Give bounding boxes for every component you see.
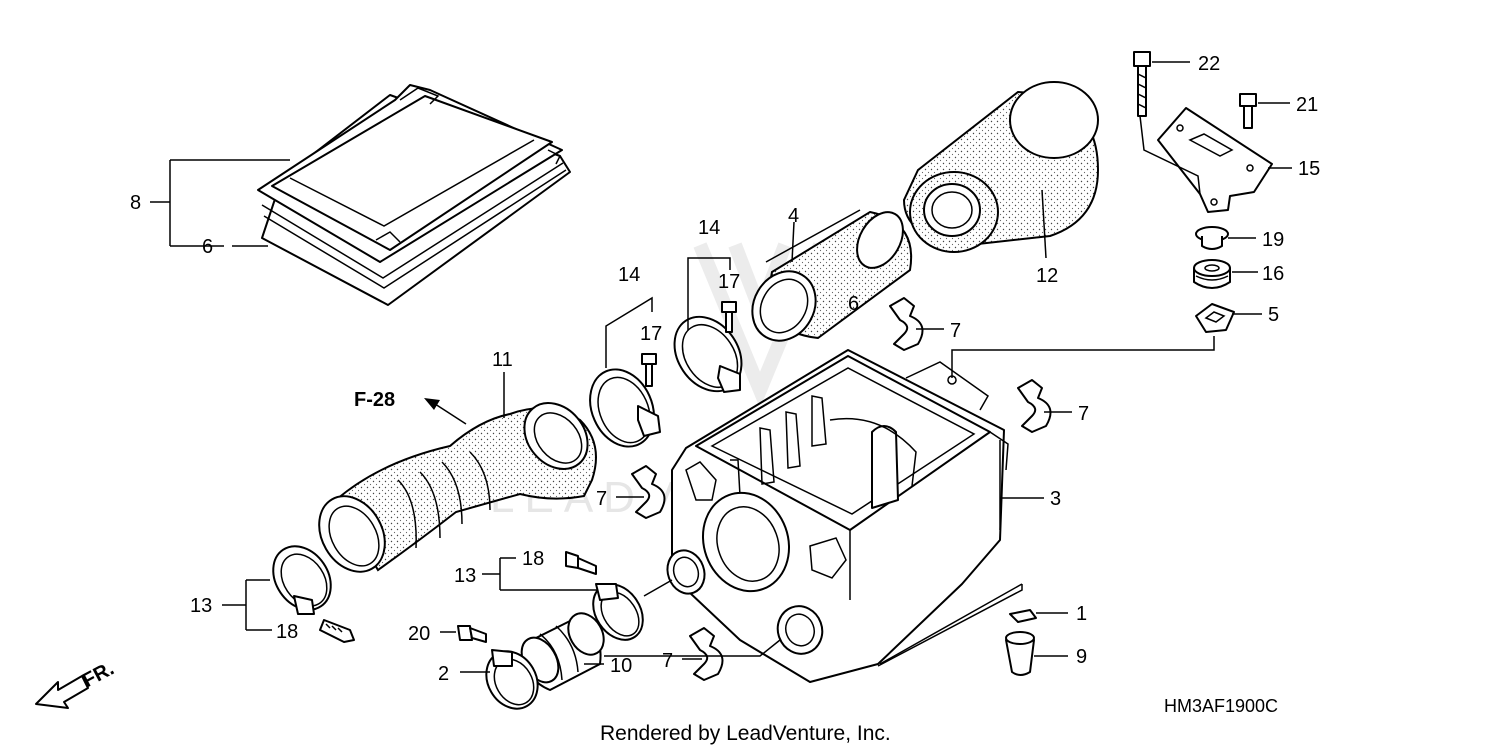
inner-filter-element[interactable] <box>740 204 913 352</box>
callout-6-inner[interactable]: 6 <box>848 293 859 315</box>
lead-14b <box>687 257 731 330</box>
callout-12[interactable]: 12 <box>1036 265 1058 287</box>
bolt-18-middle[interactable] <box>565 551 597 575</box>
band-14-right[interactable] <box>661 304 755 404</box>
callout-17b[interactable]: 17 <box>718 271 740 293</box>
collar-19[interactable] <box>1195 226 1229 250</box>
callout-3[interactable]: 3 <box>1050 488 1061 510</box>
bolt-22[interactable] <box>1133 51 1151 117</box>
callout-18b[interactable]: 18 <box>522 548 544 570</box>
intake-duct-11[interactable] <box>306 390 601 583</box>
reference-arrow <box>424 398 467 425</box>
band-2[interactable] <box>476 642 548 718</box>
band-13-left[interactable] <box>261 535 342 620</box>
callout-15[interactable]: 15 <box>1298 158 1320 180</box>
bolt-20[interactable] <box>457 625 487 643</box>
clamp-7-middle[interactable] <box>631 465 666 519</box>
lead-5-housing <box>951 336 1215 378</box>
screw-17-left[interactable] <box>641 353 657 387</box>
callout-19[interactable]: 19 <box>1262 229 1284 251</box>
case-port-main <box>701 491 791 593</box>
callout-18a[interactable]: 18 <box>276 621 298 643</box>
callout-16[interactable]: 16 <box>1262 263 1284 285</box>
callout-14a[interactable]: 14 <box>618 264 640 286</box>
band-14-left[interactable] <box>578 359 665 456</box>
lead-14a <box>605 296 653 368</box>
callout-2[interactable]: 2 <box>438 663 449 685</box>
air-cleaner-cover[interactable] <box>257 84 571 306</box>
outer-filter-element[interactable] <box>902 81 1100 253</box>
callout-21[interactable]: 21 <box>1296 94 1318 116</box>
callout-8[interactable]: 8 <box>130 192 141 214</box>
lead-joint-to-case <box>604 579 781 657</box>
callout-13a[interactable]: 13 <box>190 595 212 617</box>
callout-1[interactable]: 1 <box>1076 603 1087 625</box>
nut-5[interactable] <box>1195 303 1235 333</box>
lead-8 <box>150 159 290 247</box>
callout-10[interactable]: 10 <box>610 655 632 677</box>
callout-9[interactable]: 9 <box>1076 646 1087 668</box>
band-13-middle[interactable] <box>583 575 653 649</box>
callout-5[interactable]: 5 <box>1268 304 1279 326</box>
callout-20[interactable]: 20 <box>408 623 430 645</box>
callout-11[interactable]: 11 <box>492 349 513 371</box>
lead-1-9-bracket <box>877 584 1023 667</box>
reference-label[interactable]: F-28 <box>354 389 395 411</box>
clip-1[interactable] <box>1009 609 1037 623</box>
callout-22[interactable]: 22 <box>1198 53 1220 75</box>
clamp-7-bottom[interactable] <box>689 627 724 681</box>
direction-arrow <box>35 675 89 709</box>
callout-7b[interactable]: 7 <box>1078 403 1089 425</box>
callout-7c[interactable]: 7 <box>596 488 607 510</box>
grommet-16[interactable] <box>1193 259 1231 289</box>
screw-17-right[interactable] <box>721 301 737 333</box>
lead-13a <box>222 579 272 631</box>
callout-17a[interactable]: 17 <box>640 323 662 345</box>
case-port-small <box>666 549 706 595</box>
diagram-code: HM3AF1900C <box>1164 696 1278 716</box>
callout-7a[interactable]: 7 <box>950 320 961 342</box>
bolt-18-left[interactable] <box>319 619 355 643</box>
lead-12 <box>1041 189 1047 259</box>
callout-14b[interactable]: 14 <box>698 217 720 239</box>
drain-tube-9[interactable] <box>1005 631 1035 676</box>
callout-13b[interactable]: 13 <box>454 565 476 587</box>
footer-credit: Rendered by LeadVenture, Inc. <box>600 722 891 745</box>
lead-4 <box>791 221 795 263</box>
air-cleaner-case[interactable] <box>671 349 1023 683</box>
callout-7d[interactable]: 7 <box>662 650 673 672</box>
clamp-7-right[interactable] <box>1017 379 1052 433</box>
mounting-bracket[interactable] <box>1139 107 1273 213</box>
bolt-21[interactable] <box>1239 93 1257 129</box>
clamp-7-top[interactable] <box>889 297 924 351</box>
callout-6[interactable]: 6 <box>202 236 213 258</box>
callout-4[interactable]: 4 <box>788 205 799 227</box>
case-drain-port <box>776 605 824 655</box>
